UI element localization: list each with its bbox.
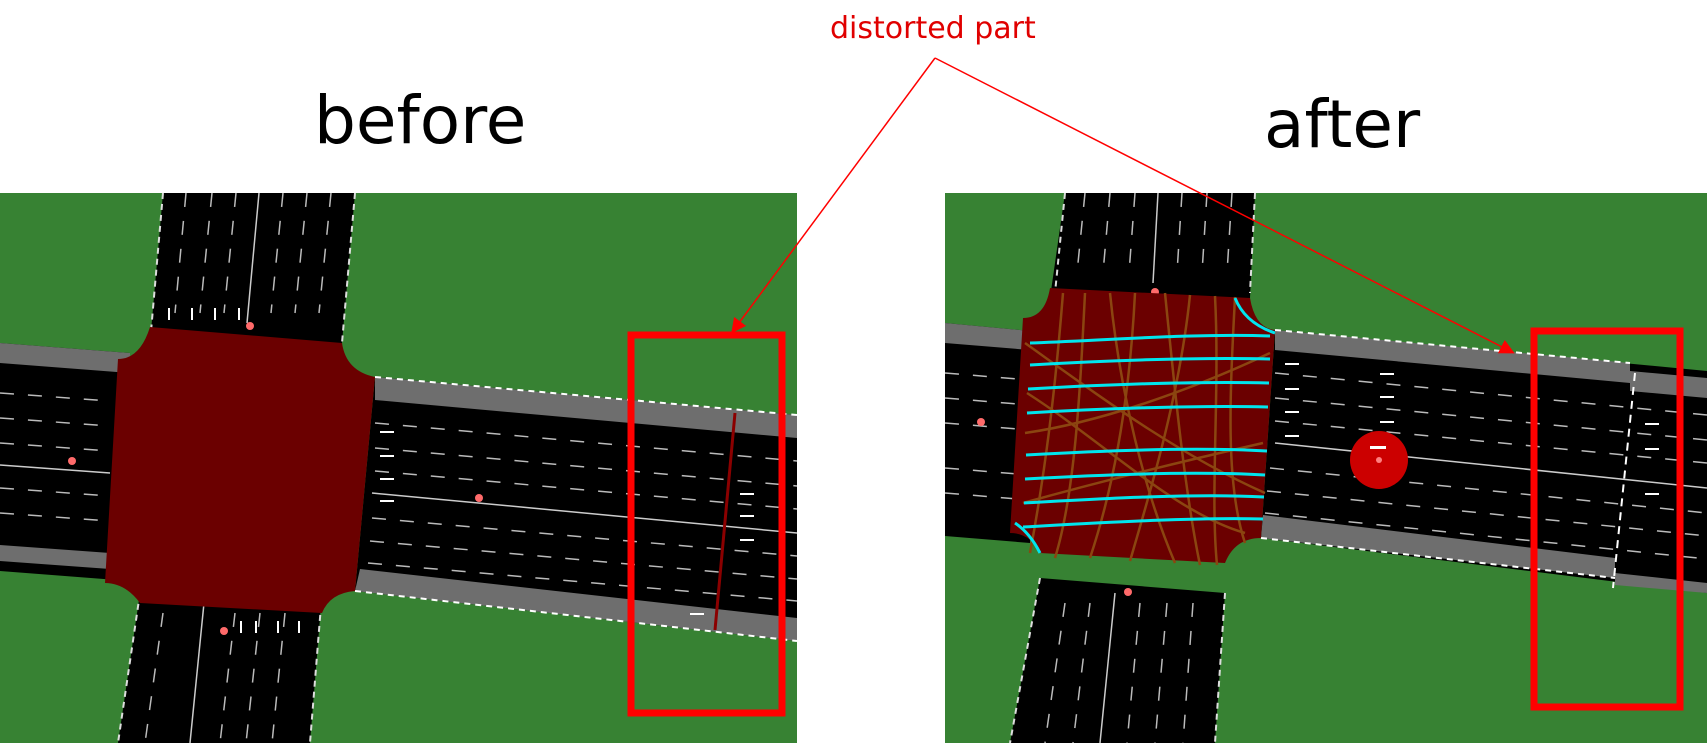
sidewalk xyxy=(0,343,130,373)
dot-icon xyxy=(475,494,483,502)
distorted-edge xyxy=(713,412,737,631)
arrow-icon xyxy=(380,431,754,615)
arrow-icon xyxy=(1285,363,1659,495)
horizontal-road-east xyxy=(355,377,797,641)
horizontal-road-east xyxy=(1261,330,1707,593)
highlight-box-before xyxy=(627,331,786,717)
arrow-icon xyxy=(1370,446,1386,449)
distorted-part-label: distorted part xyxy=(830,11,1036,46)
dot-icon xyxy=(977,418,985,426)
sidewalk-south xyxy=(355,569,797,641)
arrow-icon xyxy=(168,308,240,320)
before-title: before xyxy=(314,82,527,159)
horizontal-road-west xyxy=(0,343,130,581)
sidewalk-south-shifted xyxy=(1615,573,1707,593)
dot-icon xyxy=(68,457,76,465)
arrow-icon xyxy=(240,621,300,633)
before-panel xyxy=(0,193,797,743)
highlight-box-after xyxy=(1530,327,1684,711)
sidewalk-north xyxy=(375,377,797,438)
sidewalk-south xyxy=(1261,515,1615,578)
sidewalk xyxy=(0,545,110,569)
sidewalk-north-shifted xyxy=(1630,371,1707,398)
dot-icon xyxy=(1376,457,1382,463)
vertical-road-south xyxy=(118,593,322,743)
dot-icon xyxy=(246,322,254,330)
dot-icon xyxy=(220,627,228,635)
dot-icon xyxy=(1124,588,1132,596)
junction-area xyxy=(105,327,375,613)
after-road-scene xyxy=(945,193,1707,743)
after-title: after xyxy=(1264,86,1421,163)
before-road-scene xyxy=(0,193,797,743)
after-panel xyxy=(945,193,1707,743)
vertical-road-south xyxy=(1010,578,1225,743)
